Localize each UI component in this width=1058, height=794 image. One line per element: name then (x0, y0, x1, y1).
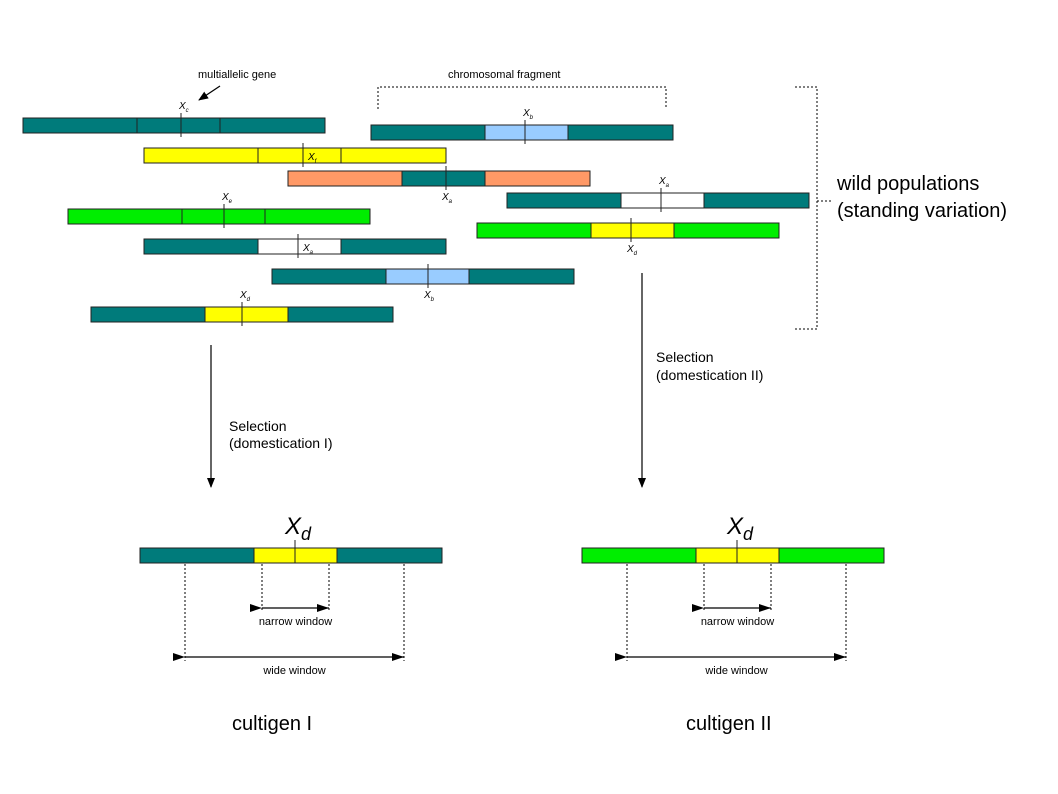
allele-label: Xd (239, 290, 251, 303)
gene-region (136, 117, 221, 134)
selection-1-label: Selection (229, 418, 287, 434)
chromosome-fragment: Xd (476, 218, 780, 257)
allele-label: Xd (626, 244, 638, 257)
narrow-window-label: narrow window (701, 616, 774, 628)
allele-label: Xf (307, 152, 318, 165)
gene-region (590, 222, 675, 239)
wide-window-label: wide window (704, 665, 767, 677)
allele-label: Xe (221, 192, 233, 205)
cultigen-name: cultigen I (232, 713, 312, 735)
gene-region (257, 238, 342, 255)
allele-label: Xb (522, 108, 534, 121)
multiallelic-gene-label: multiallelic gene (198, 69, 276, 81)
chromosomal-fragment-bracket (377, 86, 667, 109)
chromosome-fragment: Xb (370, 108, 674, 144)
multiallelic-gene-arrow (198, 85, 221, 101)
allele-label: Xc (178, 101, 189, 114)
chromosome-fragment: Xf (143, 143, 447, 167)
wild-populations-label: wild populations (836, 173, 979, 195)
wide-window-label: wide window (262, 665, 325, 677)
allele-label: Xa (441, 192, 453, 205)
standing-variation-label: (standing variation) (837, 200, 1007, 222)
cultigen-2: Xd narrow window wide window cultigen II (581, 513, 885, 735)
gene-region (204, 306, 289, 323)
chromosome-fragment: Xa (143, 234, 447, 258)
allele-label: Xd (284, 513, 312, 544)
chromosome-fragment: Xb (271, 264, 575, 303)
allele-label: Xd (726, 513, 754, 544)
gene-region (401, 170, 486, 187)
chromosome-fragment: Xd (90, 290, 394, 326)
chromosome-fragment: Xa (287, 166, 591, 205)
chromosome-fragment: Xc (22, 101, 326, 137)
allele-label: Xa (658, 176, 670, 189)
cultigen-1: Xd narrow window wide window cultigen I (139, 513, 443, 735)
cultigens: Xd narrow window wide window cultigen I Xd na… (139, 513, 885, 735)
chromosomal-fragment-label: chromosomal fragment (448, 69, 561, 81)
allele-label: Xa (302, 243, 314, 256)
gene-region (620, 192, 705, 209)
cultigen-name: cultigen II (686, 713, 772, 735)
allele-label: Xb (423, 290, 435, 303)
gene-region (257, 147, 342, 164)
chromosome-fragment: Xa (506, 176, 810, 212)
narrow-window-label: narrow window (259, 616, 332, 628)
chromosome-fragment: Xe (67, 192, 371, 228)
domestication-2-label: (domestication II) (656, 367, 763, 383)
domestication-1-label: (domestication I) (229, 435, 332, 451)
selection-2-label: Selection (656, 349, 714, 365)
gene-region (484, 124, 569, 141)
